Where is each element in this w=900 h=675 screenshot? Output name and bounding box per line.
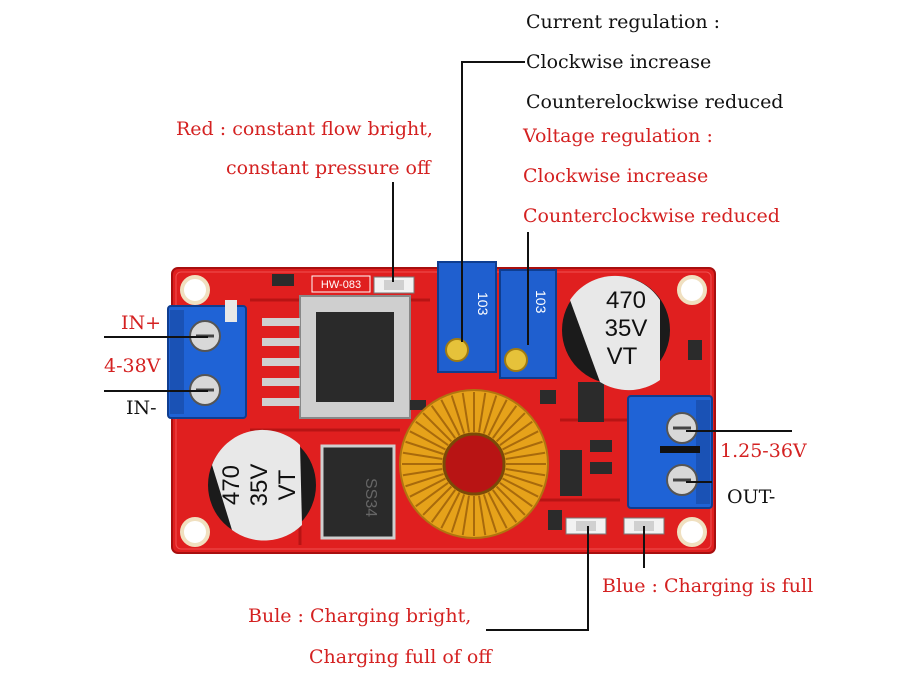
cap-right-voltage: 35V <box>605 315 648 342</box>
inductor-coil-icon <box>399 389 549 539</box>
coil-winding <box>487 492 508 529</box>
coil-winding <box>504 440 543 456</box>
regulator-ic <box>262 295 411 419</box>
cap-left-value: 470 <box>218 465 245 505</box>
input-terminal-icon <box>167 305 247 419</box>
mount-hole-bl <box>180 517 210 547</box>
coil-winding <box>478 495 487 536</box>
diode-code: SS34 <box>362 478 379 517</box>
output-terminal-icon <box>627 395 713 509</box>
coil-winding <box>505 451 546 460</box>
capacitor-left-icon: 470 35V VT <box>208 429 316 541</box>
coil-winding <box>482 494 498 533</box>
current-clockwise-text: Clockwise increase <box>526 51 712 73</box>
voltage-regulation-title: Voltage regulation : <box>523 125 713 147</box>
output-range-label: 1.25-36V <box>720 440 807 462</box>
coil-winding <box>422 485 453 516</box>
coil-winding <box>482 395 498 434</box>
schottky-diode: SS34 <box>320 444 396 540</box>
pot-code-current: 103 <box>475 292 491 316</box>
coil-winding <box>430 489 456 523</box>
coil-winding <box>405 472 444 488</box>
coil-winding <box>405 440 444 456</box>
leader-current <box>461 61 525 342</box>
red-led-text-line1: Red : constant flow bright, <box>176 118 433 140</box>
input-range-label: 4-38V <box>104 355 161 377</box>
coil-winding <box>450 395 466 434</box>
coil-winding <box>430 405 456 439</box>
coil-winding <box>499 482 533 508</box>
coil-winding <box>505 468 546 477</box>
mount-hole-tl <box>180 275 210 305</box>
capacitor-right-icon: 470 35V VT <box>562 275 670 391</box>
coil-winding <box>492 405 518 439</box>
voltage-counterclockwise-text: Counterclockwise reduced <box>523 205 780 227</box>
blue-led-full-text: Blue : Charging is full <box>602 575 814 597</box>
output-minus-label: OUT- <box>727 486 776 508</box>
coil-winding <box>487 399 508 436</box>
coil-winding <box>502 430 539 451</box>
bule-led-text-line1: Bule : Charging bright, <box>248 605 472 627</box>
current-potentiometer-icon: 103 <box>437 261 497 373</box>
coil-winding <box>492 489 518 523</box>
input-plus-label: IN+ <box>121 312 162 334</box>
coil-winding <box>402 451 443 460</box>
coil-winding <box>499 420 533 446</box>
mount-hole-tr <box>677 275 707 305</box>
cap-left-series: VT <box>274 469 301 500</box>
current-regulation-title: Current regulation : <box>526 11 721 33</box>
mount-hole-br <box>677 517 707 547</box>
voltage-clockwise-text: Clockwise increase <box>523 165 709 187</box>
coil-winding <box>495 485 526 516</box>
leader-bule <box>486 526 589 631</box>
coil-winding <box>440 492 461 529</box>
input-minus-label: IN- <box>126 397 157 419</box>
coil-winding <box>504 472 543 488</box>
coil-winding <box>409 477 446 498</box>
coil-winding <box>478 392 487 433</box>
coil-winding <box>495 412 526 443</box>
board-silkscreen: HW-083 <box>321 279 361 291</box>
cap-left-voltage: 35V <box>246 464 273 507</box>
coil-winding <box>440 399 461 436</box>
coil-winding <box>461 495 470 536</box>
coil-winding <box>461 392 470 433</box>
coil-winding <box>415 420 449 446</box>
charging-led-icon <box>565 517 607 535</box>
leader-lines <box>104 61 792 631</box>
coil-winding <box>402 468 443 477</box>
cap-right-series: VT <box>607 343 638 370</box>
current-counterclockwise-text: Counterelockwise reduced <box>526 91 784 113</box>
coil-winding <box>502 477 539 498</box>
coil-winding <box>409 430 446 451</box>
bule-led-text-line2: Charging full of off <box>309 646 492 668</box>
silkscreen-box <box>311 275 371 293</box>
coil-winding <box>422 412 453 443</box>
pot-code-voltage: 103 <box>533 290 549 314</box>
coil-winding <box>450 494 466 533</box>
coil-winding <box>415 482 449 508</box>
cap-right-value: 470 <box>606 287 646 314</box>
red-led-text-line2: constant pressure off <box>226 157 431 179</box>
